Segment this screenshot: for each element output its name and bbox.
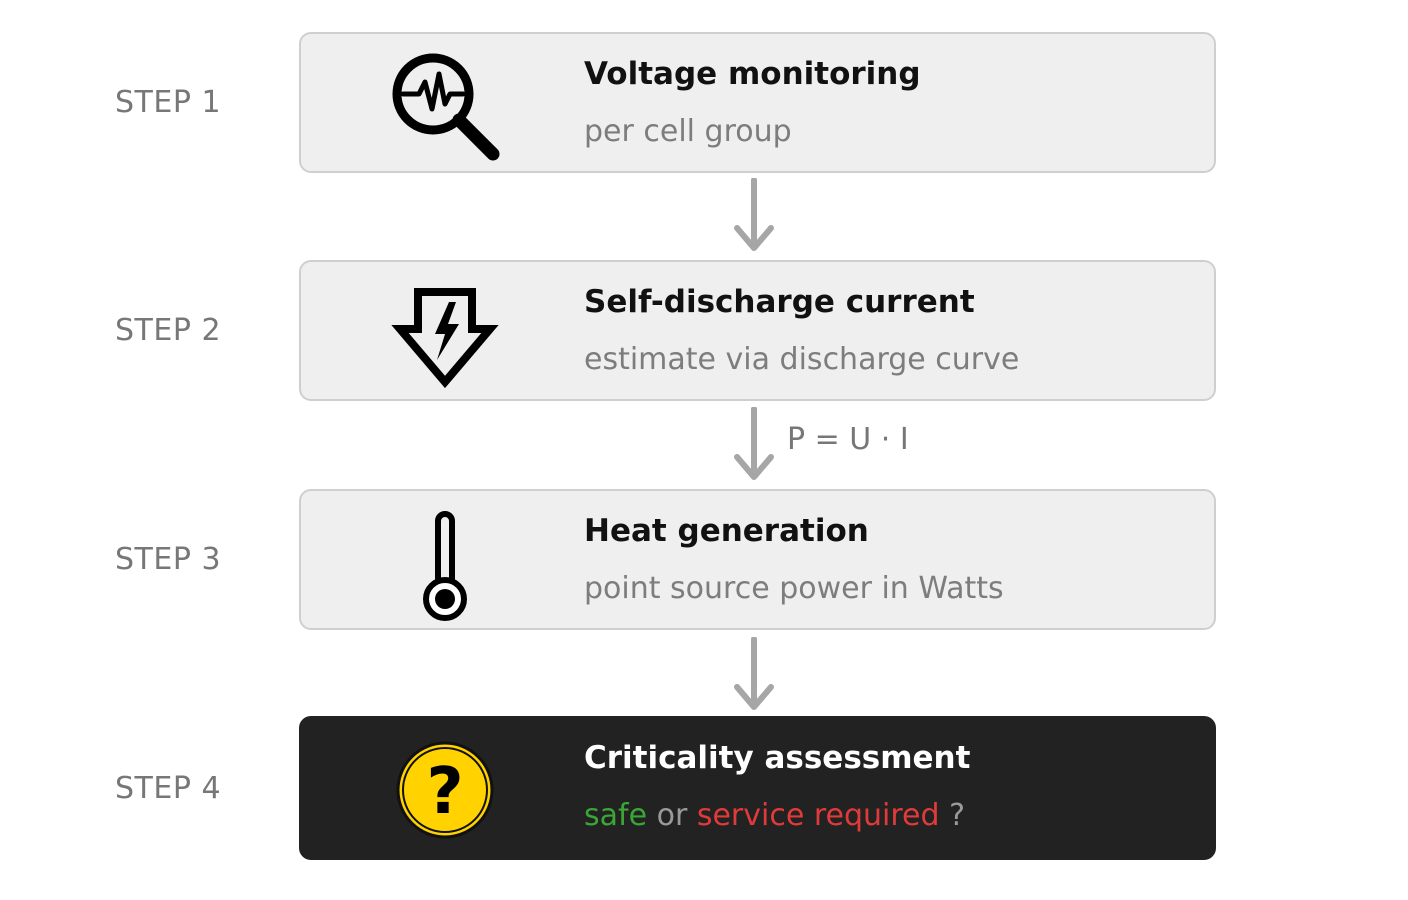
step-2-subtitle: estimate via discharge curve [584,342,1020,377]
service-required-label: service required [696,798,940,833]
step-1-box: Voltage monitoring per cell group [299,32,1216,173]
arrow-down-2 [732,407,776,483]
step-4-box: ? Criticality assessment safe or service… [299,716,1216,860]
step-1-title: Voltage monitoring [584,56,921,92]
safe-label: safe [584,798,648,833]
question-mark-icon: ? [385,730,505,850]
step-2-label: STEP 2 [115,313,222,348]
power-formula: P = U · I [787,422,909,457]
down-arrow-lightning-icon [385,274,505,394]
step-2-title: Self-discharge current [584,284,975,320]
svg-text:?: ? [426,755,463,829]
step-1-label: STEP 1 [115,85,222,120]
step-4-label: STEP 4 [115,771,222,806]
step-3-title: Heat generation [584,513,869,549]
step-4-result: safe or service required ? [584,798,965,833]
magnifier-waveform-icon [385,46,505,166]
arrow-down-3 [732,637,776,713]
thermometer-icon [385,503,505,623]
step-1-subtitle: per cell group [584,114,792,149]
step-4-title: Criticality assessment [584,740,971,776]
step-2-box: Self-discharge current estimate via disc… [299,260,1216,401]
step-3-label: STEP 3 [115,542,222,577]
or-label: or [656,798,688,833]
step-3-subtitle: point source power in Watts [584,571,1004,606]
question-label: ? [949,798,966,833]
arrow-down-1 [732,178,776,254]
step-3-box: Heat generation point source power in Wa… [299,489,1216,630]
